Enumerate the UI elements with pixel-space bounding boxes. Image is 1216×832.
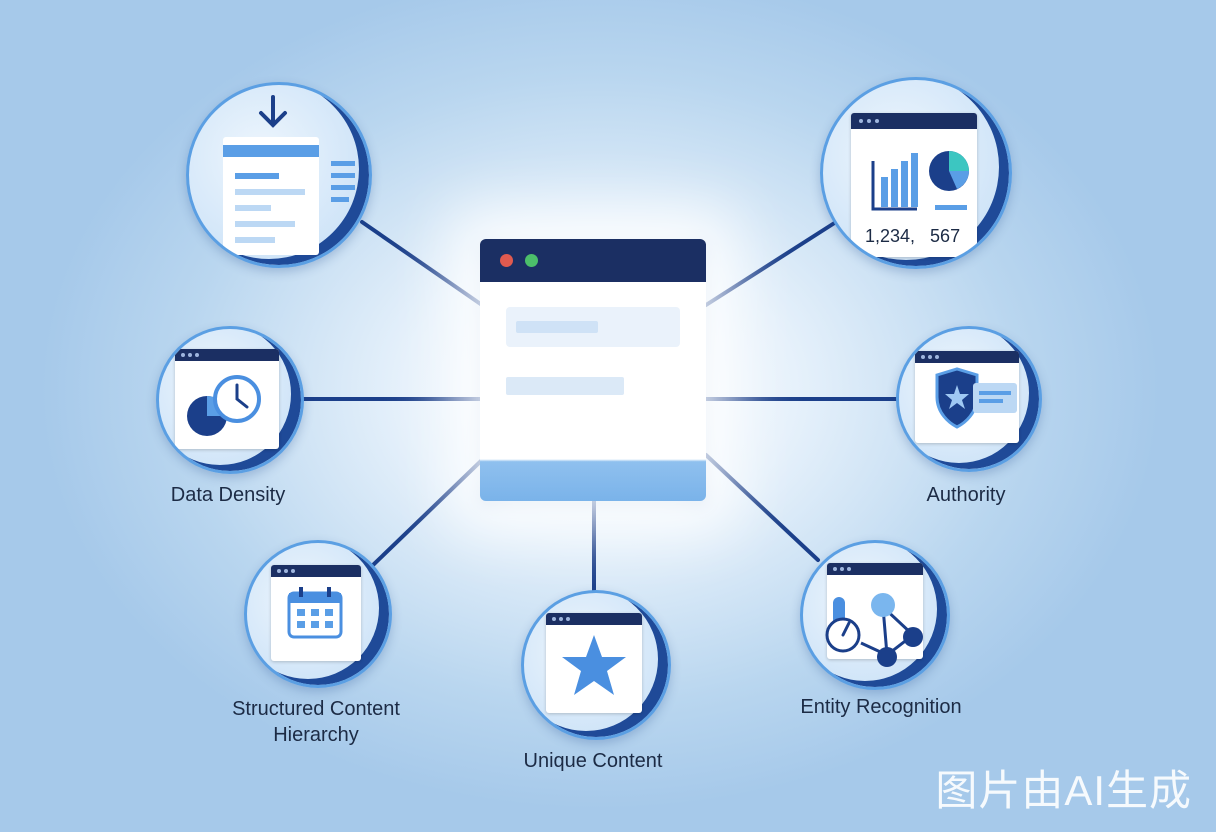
authority-window (915, 351, 1019, 443)
link-structured (370, 458, 484, 568)
green-dot-icon (525, 254, 538, 267)
label-structured-line1: Structured Content (232, 698, 400, 720)
node-data-density (156, 326, 304, 474)
node-entity-recognition (800, 540, 950, 690)
link-entity (704, 453, 820, 562)
content-line (516, 321, 598, 333)
content-block (506, 307, 680, 347)
star-icon (562, 635, 626, 695)
label-authority: Authority (926, 484, 1006, 506)
bar-chart-icon (871, 161, 917, 211)
node-authority (896, 326, 1042, 472)
central-titlebar (480, 239, 706, 282)
ai-generated-watermark: 图片由AI生成 (935, 767, 1192, 814)
gauge-icon (825, 597, 861, 653)
label-entity-recognition: Entity Recognition (800, 696, 962, 718)
link-top-right (704, 220, 838, 307)
analytics-window: 1,234, 567 (851, 113, 977, 257)
download-arrow-icon (259, 95, 287, 128)
shield-star-icon (935, 367, 979, 429)
central-web-page (480, 239, 706, 501)
label-structured-line2: Hierarchy (273, 724, 359, 746)
label-structured-content: Structured Content Hierarchy (196, 696, 436, 748)
node-document-download (186, 82, 372, 268)
calendar-icon (287, 587, 343, 639)
content-line-short (506, 377, 624, 395)
red-dot-icon (500, 254, 513, 267)
pie-chart-icon (929, 151, 969, 191)
node-structured-content (244, 540, 392, 688)
node-analytics: 1,234, 567 (820, 77, 1012, 269)
unique-window (546, 613, 642, 713)
link-top-left (360, 220, 484, 307)
label-data-density: Data Density (170, 484, 286, 506)
clock-icon (213, 375, 261, 423)
node-unique-content (521, 590, 671, 740)
data-density-window (175, 349, 279, 449)
stats-numbers: 1,234, 567 (865, 226, 961, 246)
download-document-icon (223, 95, 355, 255)
label-unique-content: Unique Content (523, 750, 663, 772)
structured-window (271, 565, 361, 661)
network-graph-icon (860, 593, 923, 667)
